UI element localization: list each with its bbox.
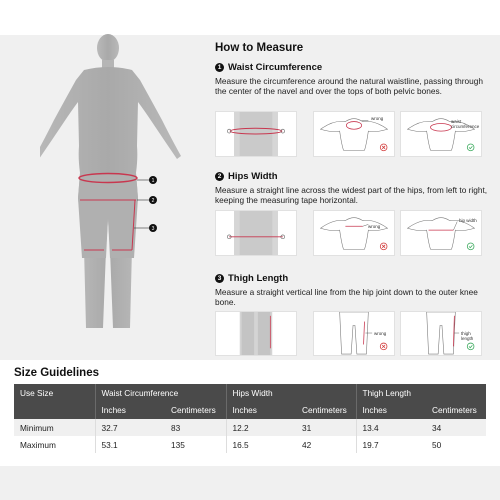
waist-centimeters-header: Centimeters [165, 401, 226, 419]
table-cell: 42 [296, 436, 356, 453]
step-3-description: Measure a straight vertical line from th… [215, 287, 478, 307]
body-figure-illustration: 1 2 3 [40, 34, 181, 328]
thigh-length-header: Thigh Length [355, 384, 486, 401]
marker-1 [149, 176, 157, 184]
step-1-number: 1 [215, 63, 224, 72]
step-1-photo [215, 111, 297, 157]
step-3-number: 3 [215, 274, 224, 283]
waist-inches-header: Inches [94, 401, 165, 419]
hips-width-header: Hips Width [225, 384, 356, 401]
size-table-unit-header: Inches Centimeters Inches Centimeters In… [14, 401, 486, 419]
table-cell: 135 [165, 436, 226, 453]
step-3-wrong-diagram: wrong [313, 311, 395, 356]
measure-title: How to Measure [215, 42, 304, 54]
size-table-group-header: Use Size Waist Circumference Hips Width … [14, 384, 486, 401]
use-size-header: Use Size [14, 384, 95, 401]
step-2-photo [215, 210, 297, 256]
step-3-photo [215, 311, 297, 356]
thigh-centimeters-header: Centimeters [426, 401, 486, 419]
thigh-inches-header: Inches [355, 401, 426, 419]
marker-label-3: 3 [152, 226, 155, 232]
step-3-correct-diagram: thigh length [400, 311, 482, 356]
table-row: Minimum 32.7 83 12.2 31 13.4 34 [14, 419, 486, 436]
step-2-correct-label: hip width [459, 218, 477, 223]
table-cell: 32.7 [94, 419, 165, 436]
table-cell: 83 [165, 419, 226, 436]
use-size-subheader-empty [14, 401, 95, 419]
table-cell: 31 [296, 419, 356, 436]
step-2-wrong-diagram: wrong [313, 210, 395, 256]
step-1-wrong-label: wrong [371, 116, 384, 121]
step-2-correct-diagram: hip width [400, 210, 482, 256]
table-cell: 53.1 [94, 436, 165, 453]
table-cell: 12.2 [225, 419, 296, 436]
step-1-description: Measure the circumference around the nat… [215, 76, 483, 96]
step-1-correct-label: waist circumference [451, 119, 480, 129]
size-guidelines-title: Size Guidelines [14, 367, 99, 379]
step-3-correct-label: thigh length [461, 331, 474, 341]
table-cell: 34 [426, 419, 486, 436]
marker-label-2: 2 [152, 198, 155, 204]
step-1-wrong-diagram: wrong [313, 111, 395, 157]
step-2-number: 2 [215, 172, 224, 181]
marker-3 [149, 224, 157, 232]
row-label: Minimum [14, 419, 95, 436]
footer-band [0, 466, 500, 500]
row-label: Maximum [14, 436, 95, 453]
step-1-correct-diagram: waist circumference [400, 111, 482, 157]
size-table: Use Size Waist Circumference Hips Width … [14, 384, 486, 453]
waist-circumference-header: Waist Circumference [94, 384, 226, 401]
marker-2 [149, 196, 157, 204]
marker-label-1: 1 [152, 178, 155, 184]
table-cell: 19.7 [355, 436, 426, 453]
hips-inches-header: Inches [225, 401, 296, 419]
hips-centimeters-header: Centimeters [296, 401, 356, 419]
table-cell: 13.4 [355, 419, 426, 436]
step-2-wrong-label: wrong [368, 224, 381, 229]
table-cell: 16.5 [225, 436, 296, 453]
table-row: Maximum 53.1 135 16.5 42 19.7 50 [14, 436, 486, 453]
table-cell: 50 [426, 436, 486, 453]
step-2-description: Measure a straight line across the wides… [215, 185, 488, 205]
step-3-wrong-label: wrong [374, 331, 387, 336]
